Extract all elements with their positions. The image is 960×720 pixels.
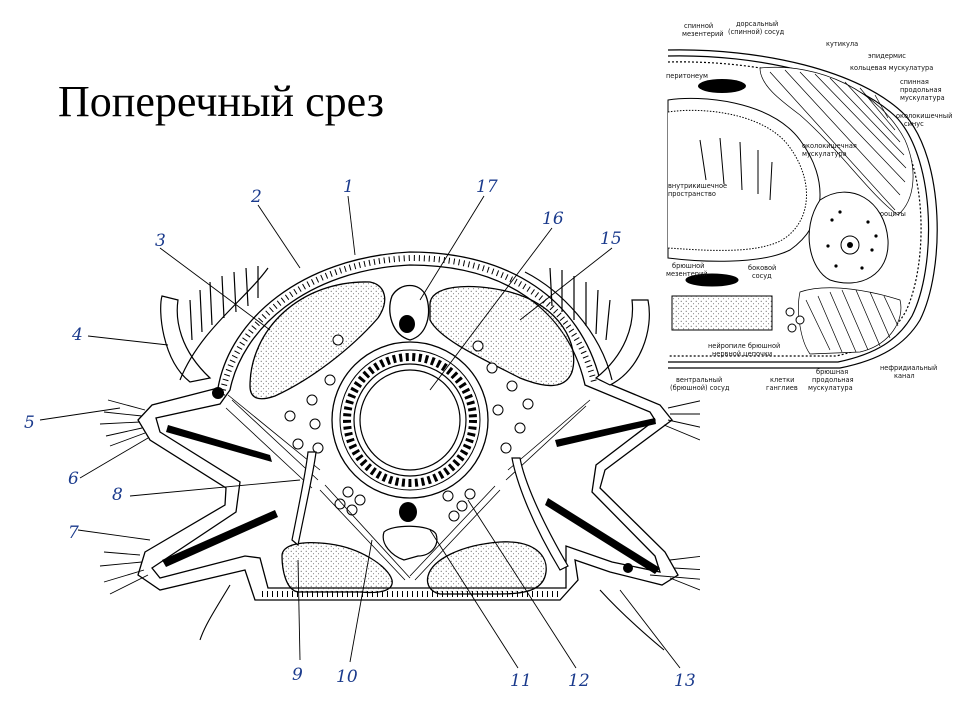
lbl-lateral-vessel-1: боковой — [748, 264, 776, 272]
slide-title: Поперечный срез — [58, 77, 385, 126]
label-2: 2 — [250, 187, 262, 207]
lbl-dorsal-long-1: спинная — [900, 78, 929, 86]
label-4: 4 — [71, 325, 83, 345]
diagram-numbers: 1 2 3 4 5 6 7 8 9 10 11 12 13 14 15 16 1… — [24, 177, 696, 691]
label-13: 13 — [674, 671, 696, 691]
lbl-ventral-long-1: брюшная — [816, 368, 848, 376]
inset-dorsal-muscles — [759, 66, 914, 216]
lbl-dorsal-vessel-1: дорсальный — [736, 20, 778, 28]
label-9: 9 — [292, 665, 303, 685]
lbl-ventral-mesentery-2: мезентерий — [666, 270, 708, 278]
lbl-ventral-long-2: продольная — [812, 376, 854, 384]
lbl-peritoneum: перитонеум — [666, 72, 708, 80]
label-17: 17 — [476, 177, 498, 197]
lbl-ventral-long-3: мускулатура — [808, 384, 853, 392]
lbl-perivisceral-sinus-1: околокишечный — [896, 112, 952, 120]
lbl-neuropil-2: нервной цепочки — [712, 350, 772, 358]
chaetae — [99, 399, 700, 595]
lbl-dorsal-long-3: мускулатура — [900, 94, 945, 102]
lbl-ganglion-2: ганглиев — [766, 384, 798, 392]
epidermis-layer — [219, 254, 597, 396]
lbl-perivisceral-musc-1: околокишечная — [802, 142, 857, 150]
cross-section-diagram: 1 2 3 4 5 6 7 8 9 10 11 12 13 14 15 16 1… — [24, 177, 700, 691]
inset-ventral-muscles — [798, 287, 902, 355]
lbl-nephridial-1: нефридиальный — [880, 364, 937, 372]
lbl-nephridial-2: канал — [894, 372, 915, 380]
label-16: 16 — [542, 209, 564, 229]
label-8: 8 — [112, 485, 123, 505]
lbl-ventral-mesentery-1: брюшной — [672, 262, 704, 270]
label-1: 1 — [343, 177, 354, 197]
ventral-nerve-cord — [382, 502, 438, 561]
lbl-dorsal-mesentery-1: спинной — [684, 22, 713, 30]
inset-dorsal-vessel — [698, 79, 746, 93]
lbl-dorsal-mesentery-2: мезентерий — [682, 30, 724, 38]
branchiae — [160, 266, 650, 386]
label-12: 12 — [568, 671, 590, 691]
lbl-intraintestinal-2: пространство — [668, 190, 716, 198]
dorsal-muscle-bands — [249, 281, 575, 400]
lbl-ventral-vessel-1: вентральный — [676, 376, 722, 384]
lbl-cuticle: кутикула — [826, 40, 858, 48]
lbl-dorsal-vessel-2: (спинной) сосуд — [728, 28, 785, 36]
intestine — [331, 341, 489, 499]
inset-oocytes — [808, 191, 889, 284]
lbl-epidermis: эпидермис — [868, 52, 906, 60]
lbl-oocytes: ооциты — [880, 210, 906, 218]
lbl-circular-muscles: кольцевая мускулатура — [850, 64, 933, 72]
nephridia — [291, 451, 569, 571]
lbl-lateral-vessel-2: сосуд — [752, 272, 772, 280]
lbl-ventral-vessel-2: (брюшной) сосуд — [670, 384, 730, 392]
label-11: 11 — [510, 671, 532, 691]
dorsal-vessel — [389, 284, 430, 341]
lbl-intraintestinal-1: внутрикишечное — [668, 182, 727, 190]
label-3: 3 — [155, 231, 166, 251]
lbl-dorsal-long-2: продольная — [900, 86, 942, 94]
label-10: 10 — [336, 667, 358, 687]
coelom-cells — [284, 334, 534, 522]
lbl-ganglion-1: клетки — [770, 376, 794, 384]
lbl-perivisceral-sinus-2: синус — [904, 120, 924, 128]
label-7: 7 — [68, 523, 79, 543]
inset-nerve-cord — [671, 273, 805, 333]
inset-labels: спинной мезентерий дорсальный (спинной) … — [666, 20, 952, 392]
label-5: 5 — [24, 413, 35, 433]
leader-lines — [39, 195, 700, 669]
lbl-perivisceral-musc-2: мускулатура — [802, 150, 847, 158]
acicula — [162, 387, 660, 574]
lbl-neuropil-1: нейропиле брюшной — [708, 342, 780, 350]
label-6: 6 — [68, 469, 79, 489]
label-15: 15 — [600, 229, 622, 249]
ventral-cirri — [199, 584, 665, 651]
inset-section-diagram: спинной мезентерий дорсальный (спинной) … — [662, 18, 952, 398]
